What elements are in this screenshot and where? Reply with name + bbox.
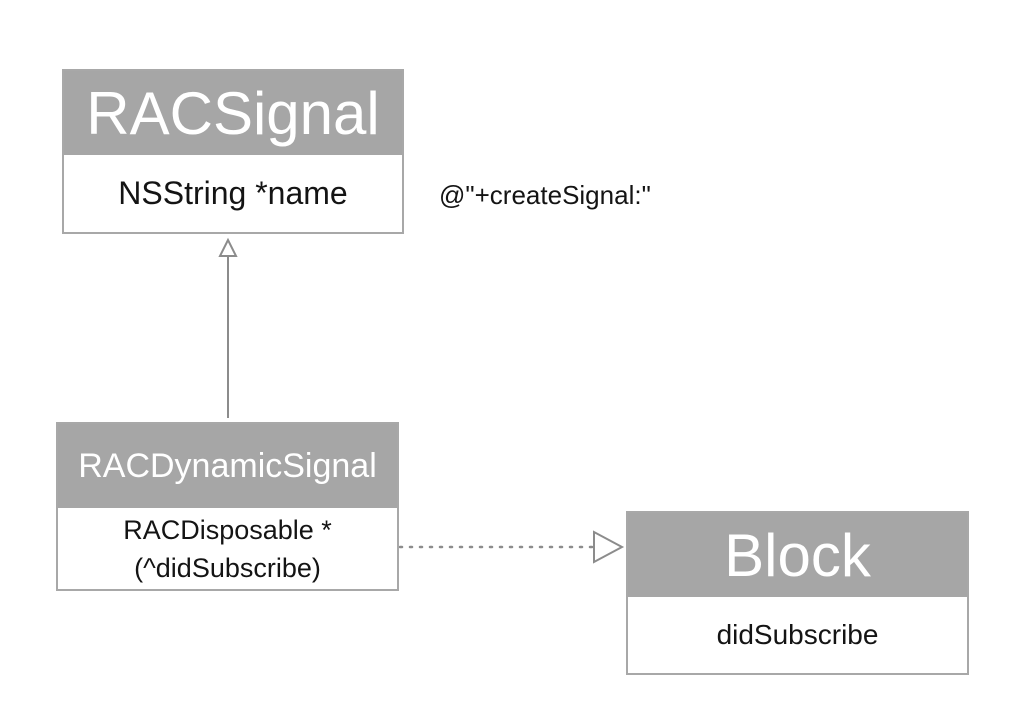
class-racdynamicsignal-name: RACDynamicSignal [78, 446, 377, 485]
class-racsignal: RACSignal NSString *name [62, 69, 404, 234]
class-racdynamicsignal-header: RACDynamicSignal [58, 424, 397, 508]
class-racdynamicsignal-body: RACDisposable * (^didSubscribe) [58, 508, 397, 589]
class-racsignal-name: RACSignal [86, 79, 380, 147]
class-racsignal-body: NSString *name [64, 155, 402, 232]
class-racsignal-attribute: NSString *name [118, 175, 348, 211]
class-racdynamicsignal-attribute-line1: RACDisposable * [123, 514, 332, 545]
create-signal-label: @"+createSignal:" [439, 180, 651, 210]
class-block: Block didSubscribe [626, 511, 969, 675]
class-block-header: Block [628, 513, 967, 597]
dependency-arrowhead-icon [593, 530, 625, 564]
class-racdynamicsignal: RACDynamicSignal RACDisposable * (^didSu… [56, 422, 399, 591]
class-block-body: didSubscribe [628, 597, 967, 673]
class-block-name: Block [724, 521, 871, 589]
inheritance-arrowhead-icon [218, 237, 238, 257]
class-racsignal-header: RACSignal [64, 71, 402, 155]
class-racdynamicsignal-attribute-line2: (^didSubscribe) [134, 552, 321, 583]
class-block-attribute: didSubscribe [716, 619, 879, 650]
